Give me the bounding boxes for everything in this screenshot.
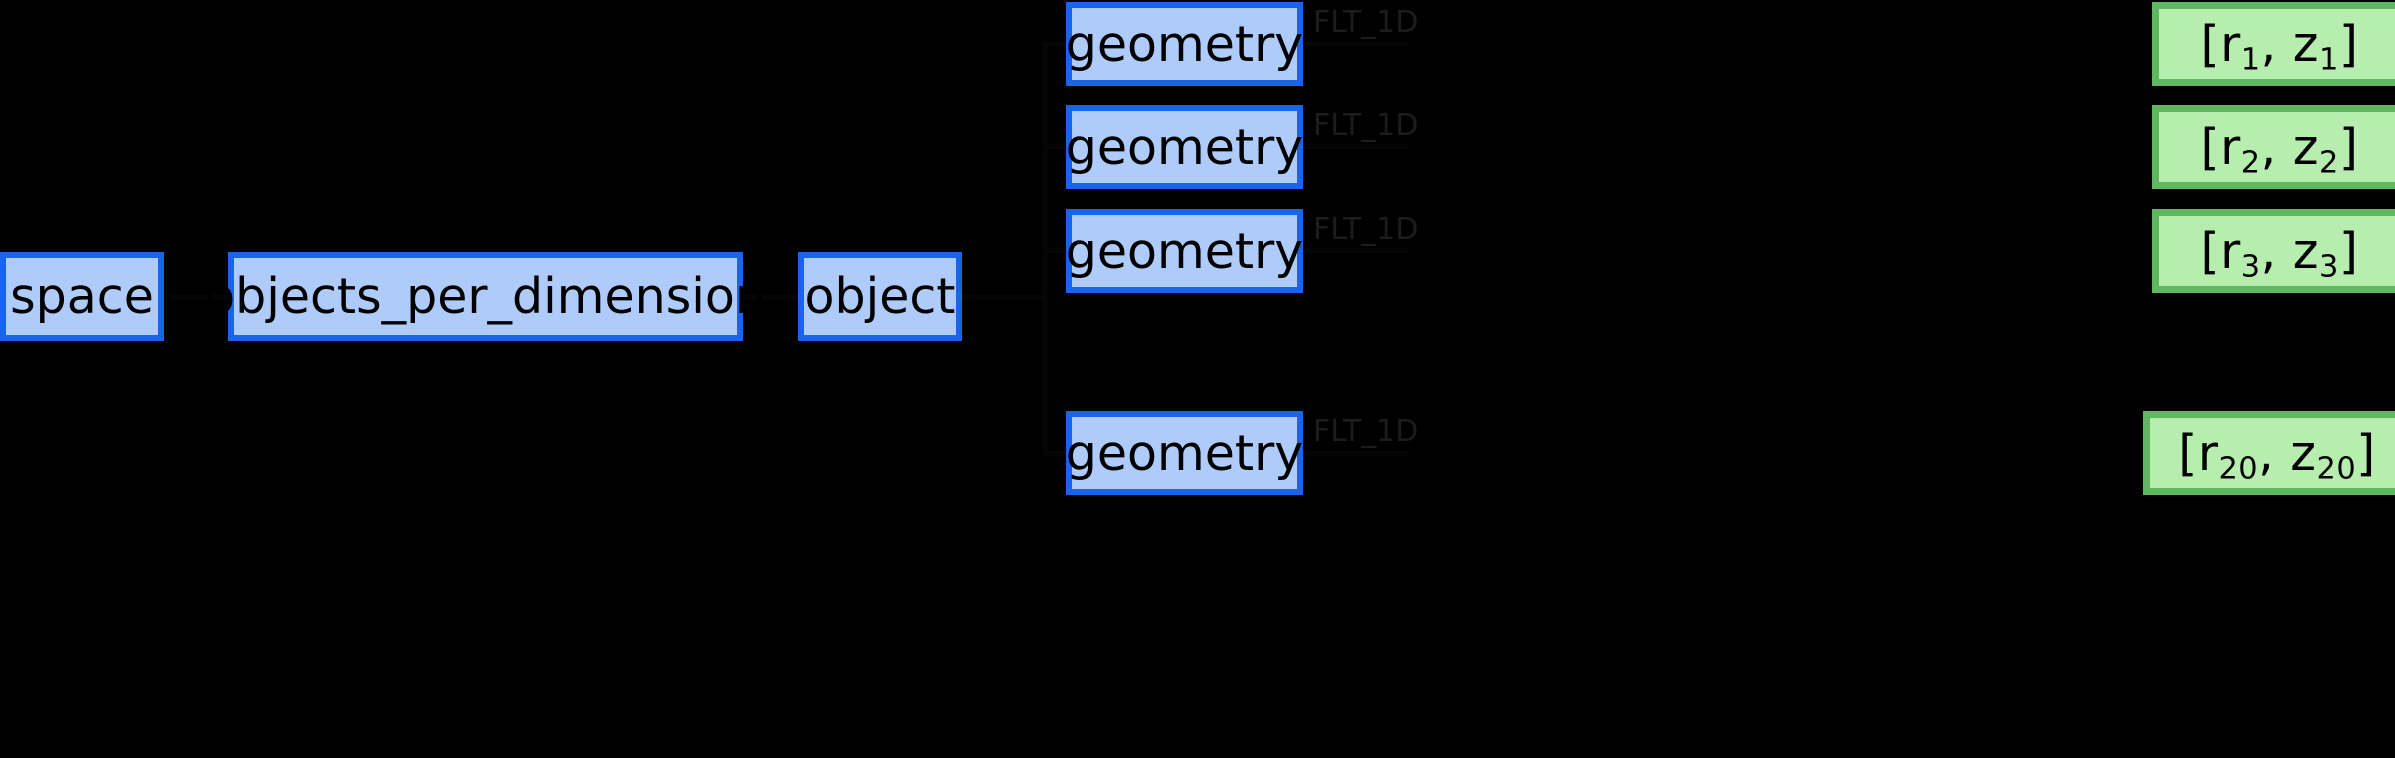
node-geometry-3-label: geometry: [1065, 222, 1304, 280]
node-geometry-2[interactable]: geometry: [1066, 105, 1303, 189]
value-20-z: z: [2290, 424, 2317, 482]
edge-label-flt-1d-3: FLT_1D: [1313, 212, 1419, 247]
node-object[interactable]: object: [798, 252, 962, 341]
value-2-z-sub: 2: [2319, 145, 2339, 180]
value-1-open: [: [2200, 15, 2221, 73]
value-2-sep: ,: [2260, 118, 2293, 176]
edge-label-flt-1d-2: FLT_1D: [1313, 108, 1419, 143]
edge-label-flt-1d-1: FLT_1D: [1313, 5, 1419, 40]
node-objects-per-dimension[interactable]: objects_per_dimension: [205, 252, 766, 341]
value-1-z-sub: 1: [2319, 42, 2339, 77]
value-20-z-sub: 20: [2316, 451, 2357, 486]
value-3-close: ]: [2338, 222, 2359, 280]
value-20-sep: ,: [2258, 424, 2291, 482]
value-2-open: [: [2200, 118, 2221, 176]
value-20-r: r: [2197, 424, 2219, 482]
value-3-z-sub: 3: [2319, 249, 2339, 284]
value-1-close: ]: [2338, 15, 2359, 73]
value-2-r-sub: 2: [2240, 145, 2261, 180]
node-value-20-label: [r20, z20]: [2178, 429, 2376, 484]
value-1-r: r: [2220, 15, 2241, 73]
node-value-2-label: [r2, z2]: [2201, 123, 2359, 178]
value-20-close: ]: [2356, 424, 2376, 482]
value-3-open: [: [2200, 222, 2221, 280]
node-value-1-label: [r1, z1]: [2201, 20, 2359, 75]
value-1-r-sub: 1: [2240, 42, 2261, 77]
value-20-r-sub: 20: [2218, 451, 2259, 486]
node-value-3[interactable]: [r3, z3]: [2152, 209, 2395, 293]
node-geometry-20-label: geometry: [1065, 424, 1304, 482]
node-geometry-20[interactable]: geometry: [1066, 411, 1303, 495]
value-20-open: [: [2178, 424, 2198, 482]
node-space[interactable]: space: [0, 252, 164, 341]
value-2-z: z: [2292, 118, 2320, 176]
node-value-2[interactable]: [r2, z2]: [2152, 105, 2395, 189]
value-3-r: r: [2220, 222, 2241, 280]
value-1-z: z: [2292, 15, 2320, 73]
value-3-sep: ,: [2260, 222, 2293, 280]
value-1-sep: ,: [2260, 15, 2293, 73]
node-value-3-label: [r3, z3]: [2201, 227, 2359, 282]
node-space-label: space: [10, 268, 154, 325]
node-object-label: object: [804, 268, 956, 325]
value-3-r-sub: 3: [2240, 249, 2261, 284]
node-geometry-1[interactable]: geometry: [1066, 2, 1303, 86]
node-geometry-1-label: geometry: [1065, 15, 1304, 73]
value-2-close: ]: [2338, 118, 2359, 176]
value-3-z: z: [2292, 222, 2320, 280]
node-geometry-2-label: geometry: [1065, 118, 1304, 176]
edge-label-flt-1d-20: FLT_1D: [1313, 414, 1419, 449]
node-objects-per-dimension-label: objects_per_dimension: [205, 268, 766, 325]
node-value-1[interactable]: [r1, z1]: [2152, 2, 2395, 86]
node-geometry-3[interactable]: geometry: [1066, 209, 1303, 293]
value-2-r: r: [2220, 118, 2241, 176]
node-value-20[interactable]: [r20, z20]: [2143, 411, 2395, 495]
